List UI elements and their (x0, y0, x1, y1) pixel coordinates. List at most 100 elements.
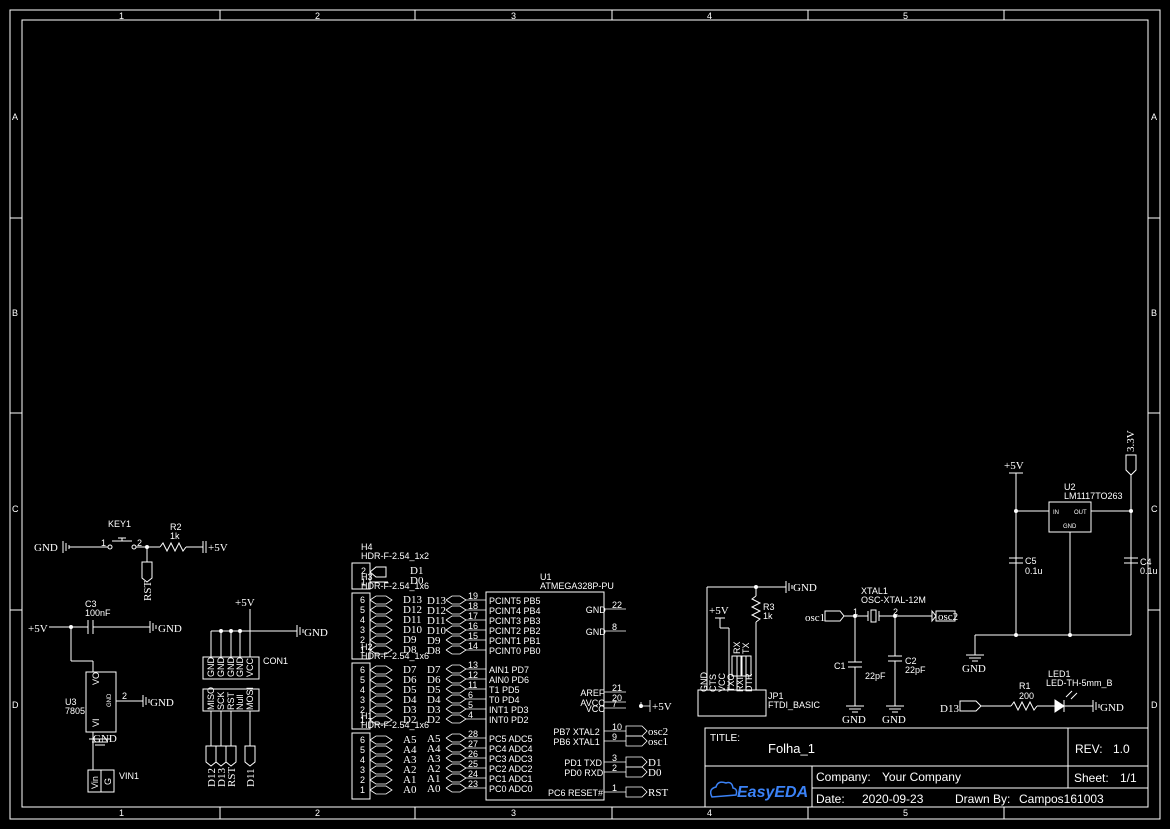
h3-connector-4 (369, 635, 393, 645)
outer-frame (9, 9, 1161, 820)
u3-regulator: VO VI GND 2 GND GND U3 7805 (65, 671, 174, 770)
u1-pin-name-23: PC0 ADC0 (489, 784, 533, 794)
u1-pin-name-12: AIN0 PD6 (489, 675, 529, 685)
u1-bus-4 (445, 714, 467, 724)
u3-gnd-bottom: GND (93, 733, 117, 745)
easyeda-logo-text: EasyEDA (737, 784, 808, 801)
h3-pin-2: 2 (360, 635, 365, 645)
date-label: Date: (816, 792, 845, 806)
h2-net-D5: D5 (403, 684, 417, 696)
u1-net-A1: A1 (427, 773, 440, 785)
date-value: 2020-09-23 (862, 792, 924, 806)
jp1-pin-rxi: RXI (735, 677, 745, 692)
h1-connector-5 (369, 785, 393, 795)
u1-pin-name-5: INT1 PD3 (489, 705, 529, 715)
u1-ref: U1 (540, 572, 552, 582)
xtal1-value: OSC-XTAL-12M (861, 595, 926, 605)
u1-bus-27 (445, 743, 467, 753)
col-label-3-bottom: 3 (511, 808, 516, 818)
u1-net-D4: D4 (427, 694, 441, 706)
con1-pin-vcc: VCC (245, 657, 255, 677)
u1-right-name-1: PC6 RESET# (548, 788, 603, 798)
u1-bus-14 (445, 645, 467, 655)
u1-pin-name-27: PC4 ADC4 (489, 744, 533, 754)
u2-ldo-section: +5V 3.3V U2 LM1117TO263 IN OUT GND C5 0.… (962, 430, 1158, 675)
u1-pin-num-12: 12 (468, 670, 478, 680)
h1-value: HDR-F-2.54_1x6 (361, 720, 429, 730)
u1-net-D12: D12 (427, 605, 446, 617)
jp1-pin-cts: CTS (708, 674, 718, 692)
u3-gnd-label: GND (150, 697, 174, 709)
row-label-b-right: B (1151, 308, 1157, 318)
u2-value: LM1117TO263 (1064, 491, 1123, 501)
u1-right-name-20: AVCC (580, 698, 605, 708)
u1-right-num-8: 8 (612, 622, 617, 632)
u1-pin-num-24: 24 (468, 769, 478, 779)
u1-bus-24 (445, 773, 467, 783)
h1-connector-4 (369, 775, 393, 785)
led1-gnd-label: GND (1100, 702, 1124, 714)
u1-net-D6: D6 (427, 674, 441, 686)
gnd-label-key1: GND (34, 542, 58, 554)
con1-pin-gnd-4: GND (235, 657, 245, 678)
u1-bus-13 (445, 664, 467, 674)
u1-vcc-label: +5V (652, 701, 672, 713)
title-value: Folha_1 (768, 741, 815, 756)
col-label-1-bottom: 1 (119, 808, 124, 818)
con1-pin-gnd-3: GND (226, 657, 236, 678)
c5-value: 0.1u (1025, 566, 1043, 576)
h3-pin-1: 1 (360, 645, 365, 655)
h4-net-d0: D0 (410, 575, 424, 587)
u1-right-net-osc1: osc1 (648, 736, 668, 748)
r2-ref: R2 (170, 522, 182, 532)
xtal1-pin2: 2 (893, 607, 898, 617)
h2-pin-1: 1 (360, 715, 365, 725)
col-label-5: 5 (903, 11, 908, 21)
u1-bus-17 (445, 615, 467, 625)
u1-pin-name-17: PCINT3 PB3 (489, 616, 541, 626)
col-label-1: 1 (119, 11, 124, 21)
row-label-d: D (12, 700, 19, 710)
frame-labels: 1 2 3 4 5 1 2 3 4 5 A B C D A B C D (12, 11, 1158, 818)
u1-net-flag-10 (625, 725, 648, 737)
h3-pin-4: 4 (360, 615, 365, 625)
h1-net-A0: A0 (403, 784, 417, 796)
u1-right-name-10: PB7 XTAL2 (553, 727, 599, 737)
h1-ref: H1 (361, 711, 373, 721)
h1-net-A3: A3 (403, 754, 417, 766)
u1-pin-name-28: PC5 ADC5 (489, 734, 533, 744)
u1-net-flag-3 (625, 756, 648, 768)
jp1-value: FTDI_BASIC (768, 700, 821, 710)
row-label-a-right: A (1151, 112, 1157, 122)
u1-pin-num-23: 23 (468, 779, 478, 789)
col-label-3: 3 (511, 11, 516, 21)
sheet-label: Sheet: (1074, 771, 1109, 785)
con1-icsp: +5V GND GND GND GND VCC MISO SCK RST Nul… (202, 597, 328, 787)
u1-pin-name-13: AIN1 PD7 (489, 665, 529, 675)
u1-bus-12 (445, 674, 467, 684)
c1-gnd-label: GND (842, 714, 866, 726)
h3-connector-0 (369, 595, 393, 605)
u1-value: ATMEGA328P-PU (540, 581, 614, 591)
h3-net-D11: D11 (403, 614, 422, 626)
h3-net-D13: D13 (403, 594, 422, 606)
h2-pin-3: 3 (360, 695, 365, 705)
h2-pin-5: 5 (360, 675, 365, 685)
h1-net-A4: A4 (403, 744, 417, 756)
u1-pin-num-28: 28 (468, 729, 478, 739)
u1-pin-num-15: 15 (468, 631, 478, 641)
u1-right-net-osc2: osc2 (648, 726, 668, 738)
ftdi-vcc-label: +5V (709, 605, 729, 617)
u1-pin-num-26: 26 (468, 749, 478, 759)
key1-rst-net: RST (142, 581, 154, 601)
h4-ref: H4 (361, 542, 373, 552)
u1-net-D5: D5 (427, 684, 441, 696)
c3-value: 100nF (85, 608, 111, 618)
u3-ref: U3 (65, 697, 77, 707)
xtal-osc2-label: osc2 (938, 611, 958, 623)
ftdi-gnd-label: GND (793, 582, 817, 594)
con1-pin-null: Null (235, 694, 245, 710)
u1-net-flag-9 (625, 735, 648, 747)
c2-ref: C2 (905, 656, 917, 666)
